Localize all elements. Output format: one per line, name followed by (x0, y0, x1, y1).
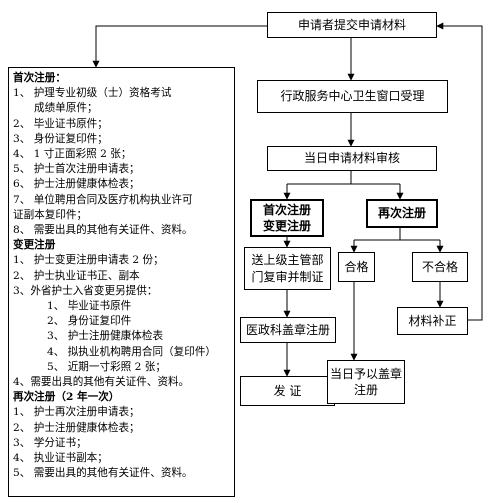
first-item: 4、 1 寸正面彩照 2 张； (13, 148, 132, 161)
change-item: 1、 护士变更注册申请表 2 份； (13, 254, 164, 267)
first-item: 5、 护士首次注册申请表； (13, 163, 140, 176)
renew-item: 2、 护士注册健康体检表； (13, 421, 140, 434)
unqualified-label: 不合格 (421, 259, 458, 274)
first-item: 成绩单原件； (34, 102, 98, 115)
first-item: 7、 单位聘用合同及医疗机构执业许可 (13, 193, 193, 206)
same-day-box: 当日予以盖章 注册 (327, 360, 405, 404)
arrow-submit-to-requirements (92, 25, 267, 68)
qualified-label: 合格 (344, 259, 369, 274)
forward-label-1: 送上级主管部 (251, 253, 324, 268)
change-item: 3、外省护士入省变更另提供： (13, 284, 158, 297)
first-item: 6、 护士注册健康体检表； (13, 178, 140, 191)
first-item: 证副本复印件； (13, 208, 88, 221)
first-change-label-1: 首次注册 (262, 202, 311, 217)
first-item: 2、 毕业证书原件； (13, 117, 108, 130)
unqualified-box: 不合格 (412, 252, 468, 282)
supplement-box: 材料补正 (397, 307, 468, 335)
submit-box: 申请者提交申请材料 (267, 12, 437, 38)
forward-label-2: 门复审并制证 (251, 269, 324, 284)
accept-box: 行政服务中心卫生窗口受理 (257, 80, 448, 113)
renew-label: 再次注册 (377, 206, 426, 221)
qualified-box: 合格 (338, 252, 375, 282)
change-subitem: 2、 身份证复印件 (47, 315, 132, 328)
issue-box: 发 证 (240, 376, 335, 406)
accept-label: 行政服务中心卫生窗口受理 (280, 89, 425, 104)
change-item: 2、 护士执业证书正、副本 (13, 269, 140, 282)
requirements-panel: 首次注册： 1、 护理专业初级（士）资格考试 成绩单原件； 2、 毕业证书原件；… (8, 67, 235, 497)
first-item: 1、 护理专业初级（士）资格考试 (13, 87, 172, 100)
same-day-label-2: 注册 (353, 383, 378, 397)
renew-item: 1、 护士再次注册申请表； (13, 406, 140, 419)
first-registration-title: 首次注册： (13, 72, 66, 84)
renew-item: 4、 执业证书副本； (13, 452, 108, 465)
first-change-box: 首次注册 变更注册 (250, 199, 324, 237)
change-subitem: 3、 护士注册健康体检表 (47, 330, 164, 343)
stamp-label: 医政科盖章注册 (245, 322, 330, 337)
change-item: 4、需要出具的其他有关证件、资料。 (13, 376, 190, 389)
first-change-label-2: 变更注册 (262, 219, 311, 233)
supplement-label: 材料补正 (408, 313, 457, 328)
stamp-box: 医政科盖章注册 (240, 317, 336, 343)
forward-box: 送上级主管部 门复审并制证 (244, 247, 331, 290)
first-item: 8、 需要出具的其他有关证件、资料。 (13, 224, 193, 237)
renew-item: 5、 需要出具的其他有关证件、资料。 (13, 467, 193, 480)
renew-item: 3、 学分证书； (13, 436, 87, 449)
review-box: 当日申请材料审核 (267, 146, 437, 171)
renew-box: 再次注册 (366, 199, 438, 228)
renew-registration-title: 再次注册（2 年一次） (13, 391, 120, 404)
change-registration-title: 变更注册 (13, 239, 56, 252)
same-day-label-1: 当日予以盖章 (329, 366, 402, 381)
change-subitem: 5、 近期一寸彩照 2 张； (47, 360, 166, 373)
review-label: 当日申请材料审核 (303, 151, 400, 166)
first-item: 3、 身份证复印件； (13, 132, 108, 145)
arrow-supplement-to-submit (436, 22, 483, 321)
change-subitem: 1、 毕业证书原件 (47, 300, 132, 313)
submit-label: 申请者提交申请材料 (297, 17, 406, 32)
issue-label: 发 证 (273, 383, 302, 398)
change-subitem: 4、 拟执业机构聘用合同（复印件） (47, 345, 217, 358)
